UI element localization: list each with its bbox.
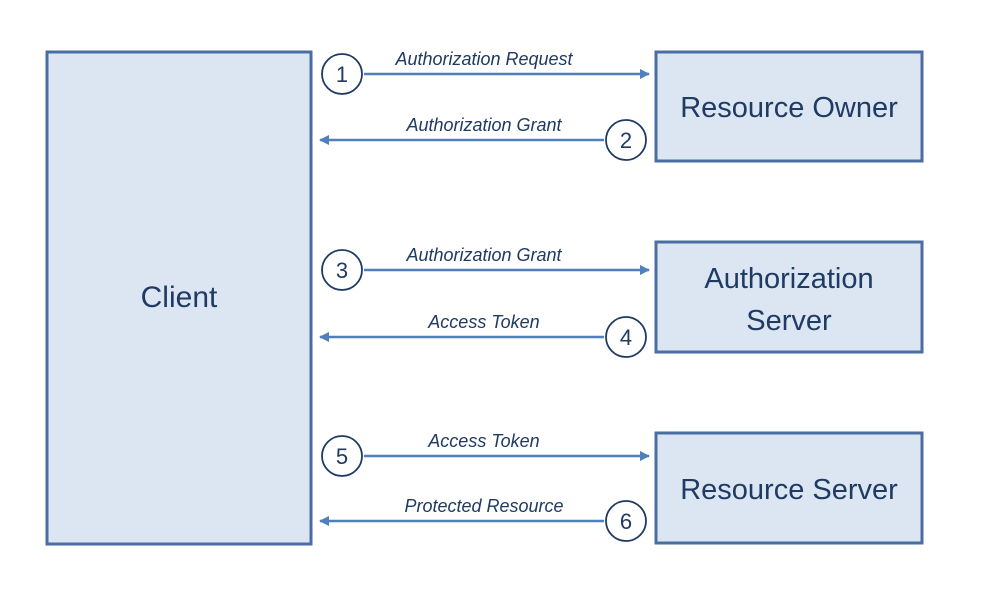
step-number: 1 — [336, 62, 348, 87]
flow-step-6: Protected Resource 6 — [319, 496, 647, 542]
resource-owner-box: Resource Owner — [654, 50, 924, 163]
step-number: 4 — [620, 325, 632, 350]
flow-step-1: Authorization Request 1 — [321, 49, 650, 95]
authorization-server-label-line1: Authorization — [704, 263, 873, 295]
client-label: Client — [141, 281, 218, 314]
step-number-circle — [321, 435, 363, 477]
step-number: 2 — [620, 128, 632, 153]
resource-server-label: Resource Server — [680, 474, 898, 506]
flow-label: Authorization Grant — [405, 245, 562, 265]
step-number-circle — [321, 53, 363, 95]
client-box: Client — [45, 50, 313, 546]
flow-step-2: Authorization Grant 2 — [319, 115, 647, 161]
step-number-circle — [605, 119, 647, 161]
flow-label: Authorization Request — [394, 49, 573, 69]
resource-owner-label: Resource Owner — [680, 92, 898, 124]
authorization-server-label-line2: Server — [746, 305, 832, 337]
resource-server-box: Resource Server — [654, 431, 924, 545]
step-number-circle — [605, 316, 647, 358]
flow-label: Access Token — [427, 431, 539, 451]
flow-label: Authorization Grant — [405, 115, 562, 135]
step-number-circle — [605, 500, 647, 542]
flow-step-4: Access Token 4 — [319, 312, 647, 358]
step-number: 6 — [620, 509, 632, 534]
step-number: 3 — [336, 258, 348, 283]
authorization-server-box: Authorization Server — [654, 240, 924, 354]
step-number: 5 — [336, 444, 348, 469]
flow-label: Protected Resource — [404, 496, 563, 516]
step-number-circle — [321, 249, 363, 291]
flow-step-3: Authorization Grant 3 — [321, 245, 650, 291]
flow-step-5: Access Token 5 — [321, 431, 650, 477]
flow-label: Access Token — [427, 312, 539, 332]
